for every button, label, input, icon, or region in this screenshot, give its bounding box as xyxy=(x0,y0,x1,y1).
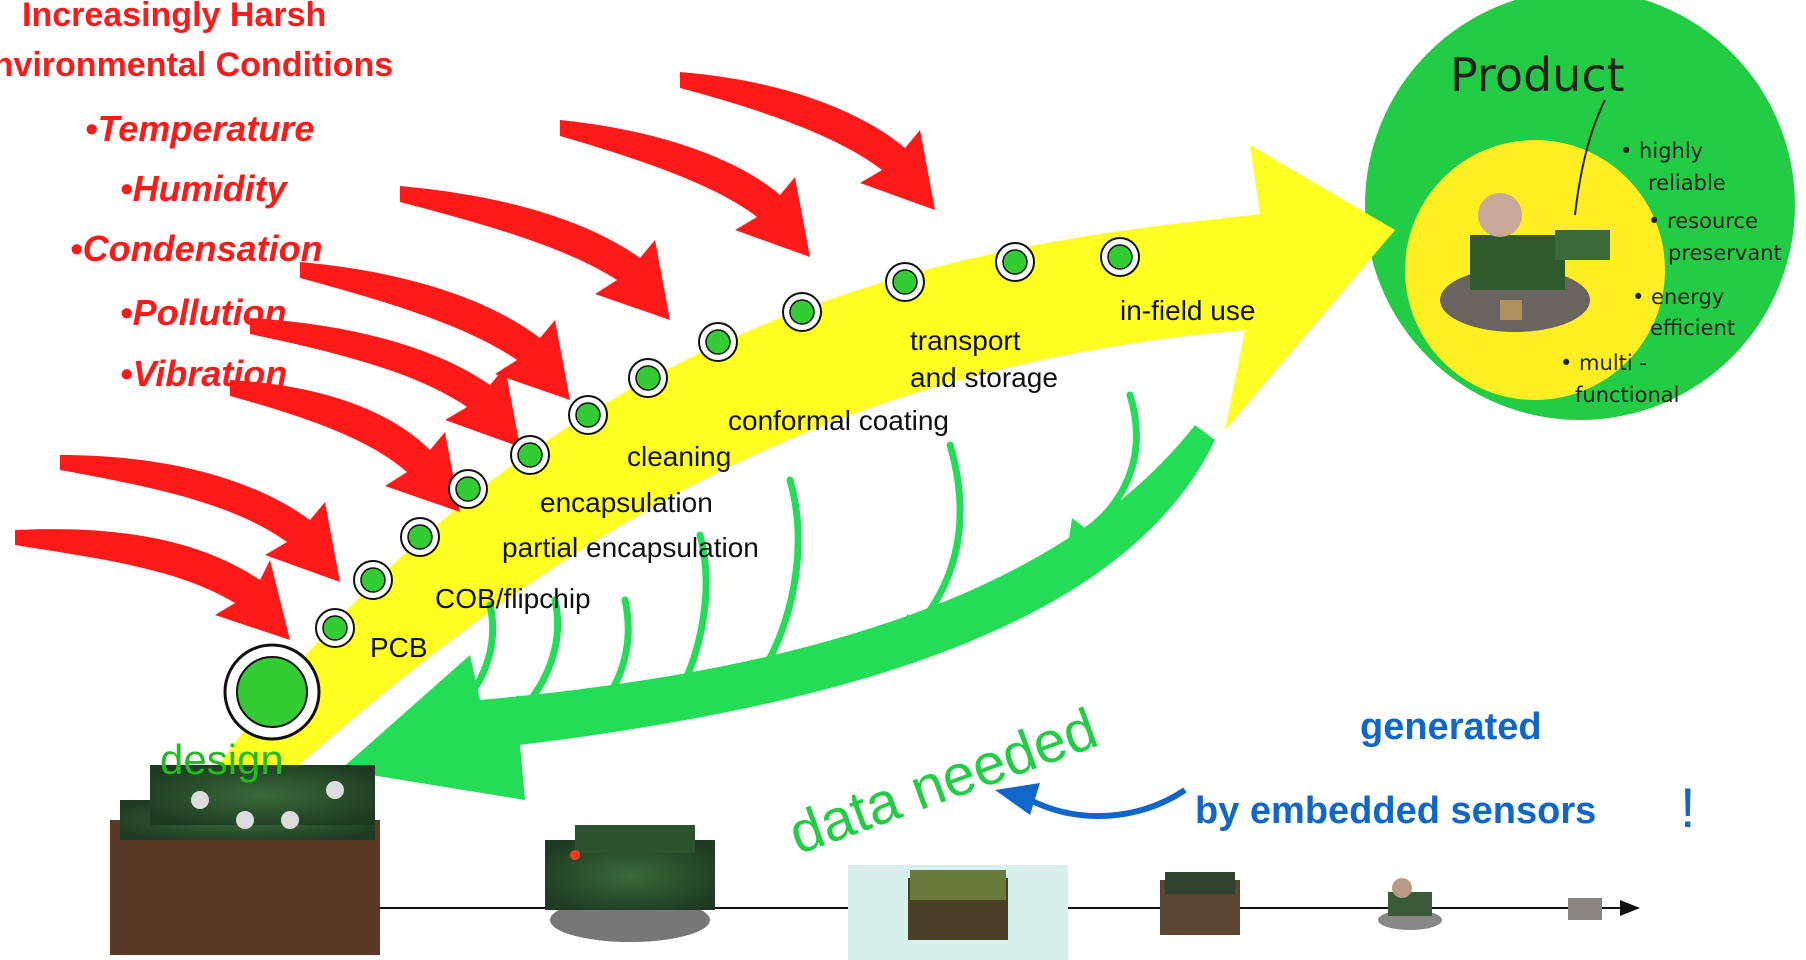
red-arrow-3 xyxy=(230,380,460,512)
step-and-storage: and storage xyxy=(910,362,1058,393)
generated-line1: generated xyxy=(1360,706,1542,748)
product-bullet-1: • highly xyxy=(1620,139,1704,163)
condition-humidity: •Humidity xyxy=(120,168,287,209)
step-pcb: PCB xyxy=(370,632,428,663)
condition-vibration: •Vibration xyxy=(120,353,288,394)
generated-line2: by embedded sensors xyxy=(1195,790,1597,832)
green-arrow-2 xyxy=(518,596,562,714)
product-bullet-2: • resource xyxy=(1648,209,1758,233)
device-tiny xyxy=(1378,878,1442,930)
condition-pollution: •Pollution xyxy=(120,292,287,333)
red-arrow-2 xyxy=(60,455,340,582)
product-device xyxy=(1440,99,1610,332)
product-bullet-1b: reliable xyxy=(1648,171,1726,195)
product-bullet-3b: efficient xyxy=(1650,316,1736,340)
conditions-title: Increasingly Harsh xyxy=(22,0,326,36)
yellow-process-arrow xyxy=(215,145,1395,800)
green-arrow-3 xyxy=(596,596,632,709)
green-arrow-7 xyxy=(1076,391,1140,539)
condition-temperature: •Temperature xyxy=(85,108,315,149)
red-arrow-7 xyxy=(560,120,810,257)
device-encapsulated xyxy=(908,870,1008,940)
green-arrow-1 xyxy=(451,601,497,714)
node-9 xyxy=(782,292,822,332)
step-conformal-coating: conformal coating xyxy=(728,405,950,436)
step-in-field-use: in-field use xyxy=(1120,295,1256,326)
red-arrow-4 xyxy=(250,318,520,447)
node-7 xyxy=(628,358,668,398)
step-cleaning: cleaning xyxy=(627,441,732,472)
green-small-arrowheads xyxy=(445,518,1094,722)
red-arrow-1 xyxy=(15,529,290,640)
node-3 xyxy=(400,517,440,557)
product-bullet-3: • energy xyxy=(1632,285,1725,309)
step-transport: transport xyxy=(910,325,1021,356)
product-title: Product xyxy=(1450,48,1625,102)
node-2 xyxy=(353,560,393,600)
node-6 xyxy=(568,395,608,435)
node-11 xyxy=(995,242,1035,282)
blue-arrow xyxy=(1028,787,1187,820)
step-partial-encapsulation: partial encapsulation xyxy=(502,532,759,563)
node-12 xyxy=(1100,237,1140,277)
conditions-title-line1: Increasingly Harsh xyxy=(22,0,327,34)
node-8 xyxy=(698,322,738,362)
node-5 xyxy=(510,435,550,475)
design-label: design xyxy=(160,736,284,783)
process-nodes xyxy=(223,237,1140,741)
product-bullet-4: • multi - xyxy=(1560,351,1647,375)
design-node xyxy=(223,643,321,741)
red-arrow-8 xyxy=(680,72,935,210)
step-cob-flipchip: COB/flipchip xyxy=(435,583,591,614)
red-arrow-5 xyxy=(300,262,570,400)
condition-condensation: •Condensation xyxy=(70,228,323,269)
green-arrow-5 xyxy=(756,476,802,679)
node-10 xyxy=(885,262,925,302)
red-arrows xyxy=(15,72,935,640)
device-small xyxy=(1160,872,1240,935)
product-bullet-4b: functional xyxy=(1575,383,1680,407)
red-arrow-6 xyxy=(400,186,670,320)
green-arrow-6 xyxy=(911,441,964,634)
node-4 xyxy=(448,469,488,509)
conditions-title-2: Environmental Conditions xyxy=(0,44,393,86)
green-small-arrows xyxy=(451,391,1140,714)
device-smallest xyxy=(1568,898,1602,920)
green-data-arrow xyxy=(340,425,1215,800)
step-encapsulation: encapsulation xyxy=(540,487,713,518)
device-large xyxy=(110,765,380,955)
device-medium xyxy=(545,825,715,942)
conditions-title-line2: Environmental Conditions xyxy=(0,46,394,84)
product-bullet-2b: preservant xyxy=(1668,241,1782,265)
green-arrow-4 xyxy=(674,531,710,699)
blue-arrowhead xyxy=(995,783,1040,815)
timeline-arrowhead xyxy=(1620,900,1640,916)
generated-exclamation: ! xyxy=(1680,776,1696,839)
node-pcb xyxy=(315,608,355,648)
